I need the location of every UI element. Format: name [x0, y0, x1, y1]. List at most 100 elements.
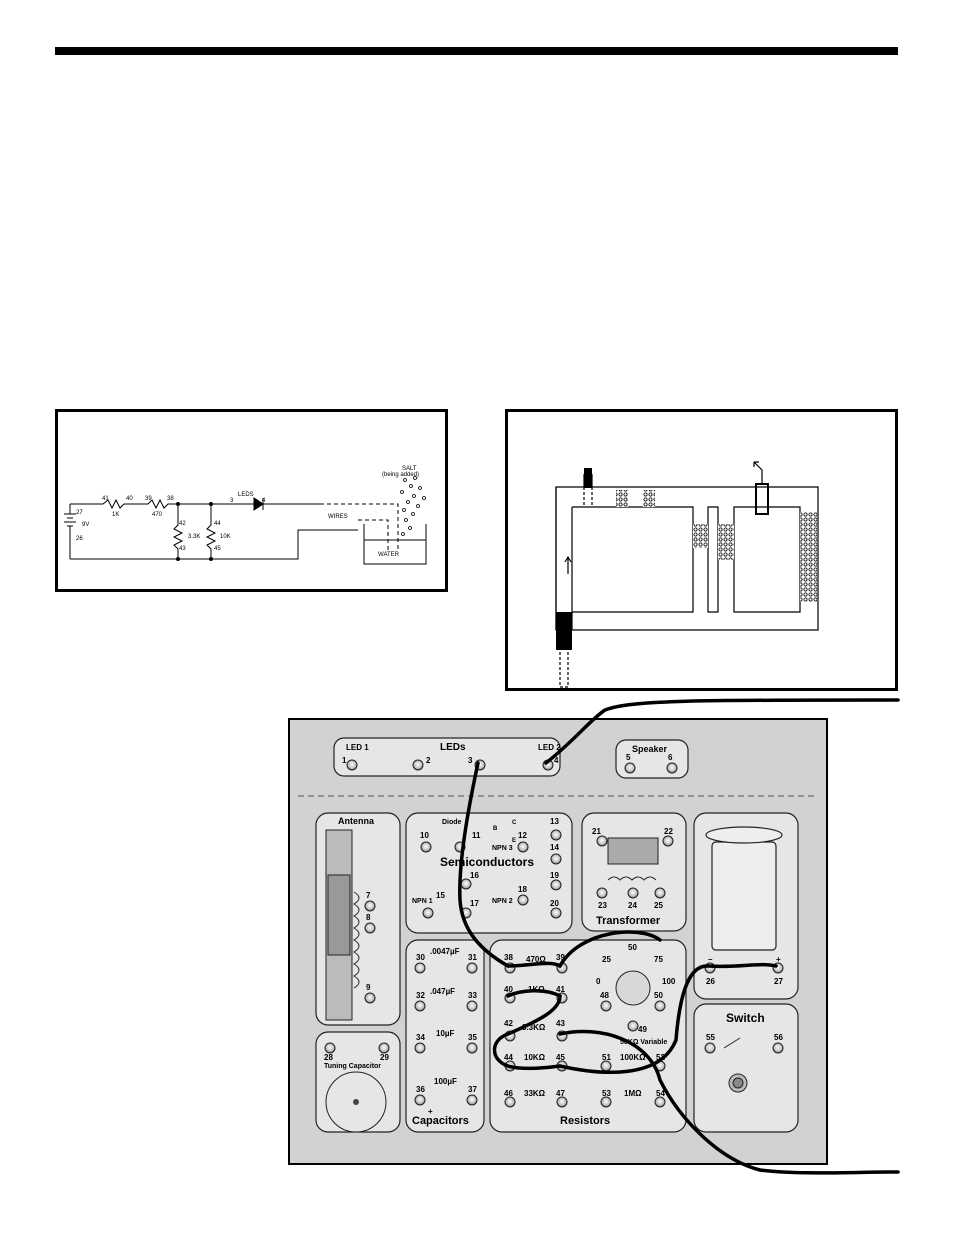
board-label: 30: [416, 953, 425, 962]
board-label: 39: [556, 953, 565, 962]
board-label: 10: [420, 831, 429, 840]
board-label: 33: [468, 991, 477, 1000]
board-label: 17: [470, 899, 479, 908]
sch-label: LEDS: [238, 492, 254, 498]
board-label: NPN 1: [412, 898, 433, 905]
board-label: 10KΩ: [524, 1053, 546, 1062]
board-label: LED 2: [538, 743, 561, 752]
board-label: LEDs: [440, 742, 466, 753]
board-label: 48: [600, 991, 609, 1000]
schematic-frame: 41 40 39 38 1K 470 27 9V 26 42 43 3.3K 4…: [55, 409, 448, 592]
sch-label: 27: [76, 510, 83, 516]
board-label: +: [776, 955, 781, 964]
board-label: 8: [366, 913, 371, 922]
board-label: 20: [550, 899, 559, 908]
board-label: .047µF: [430, 987, 455, 996]
board-label: 1KΩ: [528, 985, 545, 994]
sch-label: 40: [126, 496, 133, 502]
board-label: 3: [468, 756, 473, 765]
board-label: 38: [504, 953, 513, 962]
board-label: 50: [654, 991, 663, 1000]
board-label: 26: [706, 977, 715, 986]
board-label: 18: [518, 885, 527, 894]
top-rule: [55, 47, 898, 55]
breadboard-photo: LED 1 LEDs LED 2 1 2 3 4 Speaker 5 6 Ant…: [288, 718, 828, 1165]
board-label: 3.3KΩ: [522, 1023, 546, 1032]
board-label: 50: [628, 943, 637, 952]
cell-diagram-frame: [505, 409, 898, 691]
board-label: 100µF: [434, 1077, 457, 1086]
sch-label: WIRES: [328, 514, 348, 520]
board-label: Speaker: [632, 744, 668, 754]
board-label: 50KΩ Variable: [620, 1039, 667, 1046]
board-label: 41: [556, 985, 565, 994]
sch-label: 42: [179, 521, 186, 527]
board-label: Capacitors: [412, 1115, 469, 1127]
board-label: 54: [656, 1089, 665, 1098]
sch-label: 3.3K: [188, 534, 200, 540]
board-label: 16: [470, 871, 479, 880]
board-label: Switch: [726, 1011, 765, 1025]
board-label: C: [512, 820, 517, 826]
board-label: 6: [668, 753, 673, 762]
board-label: 7: [366, 891, 371, 900]
sch-label: (being added): [382, 472, 419, 478]
board-label: 37: [468, 1085, 477, 1094]
board-label: 75: [654, 955, 663, 964]
board-label: 0: [596, 977, 601, 986]
board-label: 32: [416, 991, 425, 1000]
sch-label: 10K: [220, 534, 231, 540]
board-label: 42: [504, 1019, 513, 1028]
board-label: –: [708, 955, 713, 964]
board-label: 12: [518, 831, 527, 840]
board-label: Semiconductors: [440, 855, 534, 869]
board-label: 4: [554, 756, 559, 765]
board-label: 470Ω: [526, 955, 546, 964]
board-label: 23: [598, 901, 607, 910]
sch-label: 41: [102, 496, 109, 502]
board-label: 29: [380, 1053, 389, 1062]
board-label: 47: [556, 1089, 565, 1098]
board-label: 35: [468, 1033, 477, 1042]
board-label: 36: [416, 1085, 425, 1094]
board-label: 40: [504, 985, 513, 994]
board-label: 19: [550, 871, 559, 880]
board-label: 15: [436, 891, 445, 900]
sch-label: 44: [214, 521, 221, 527]
board-label: 9: [366, 983, 371, 992]
board-label: 25: [602, 955, 611, 964]
board-label: 52: [656, 1053, 665, 1062]
sch-label: 38: [167, 496, 174, 502]
sch-label: 470: [152, 512, 163, 518]
board-label: 1MΩ: [624, 1089, 642, 1098]
board-label: 24: [628, 901, 637, 910]
cell-diagram: [555, 461, 819, 688]
board-label: 53: [602, 1089, 611, 1098]
board-label: 1: [342, 756, 347, 765]
board-label: 28: [324, 1053, 333, 1062]
sch-label: 9V: [82, 522, 89, 528]
board-label: 56: [774, 1033, 783, 1042]
board-label: Resistors: [560, 1115, 610, 1127]
board-label: 27: [774, 977, 783, 986]
board-label: 25: [654, 901, 663, 910]
sch-label: SALT: [402, 466, 417, 472]
sch-label: 45: [214, 546, 221, 552]
board-label: 43: [556, 1019, 565, 1028]
board-label: 14: [550, 843, 559, 852]
board-label: 34: [416, 1033, 425, 1042]
board-label: NPN 2: [492, 898, 513, 905]
board-label: 49: [638, 1025, 647, 1034]
board-label: 5: [626, 753, 631, 762]
board-label: LED 1: [346, 743, 369, 752]
board-label: 11: [472, 831, 481, 840]
board-label: 13: [550, 817, 559, 826]
sch-label: 3: [230, 498, 234, 504]
board-label: 31: [468, 953, 477, 962]
board-label: E: [512, 838, 516, 844]
sch-label: 4: [262, 498, 266, 504]
board-label: 22: [664, 827, 673, 836]
board-label: 33KΩ: [524, 1089, 546, 1098]
board-label: 100: [662, 977, 676, 986]
sch-label: 39: [145, 496, 152, 502]
